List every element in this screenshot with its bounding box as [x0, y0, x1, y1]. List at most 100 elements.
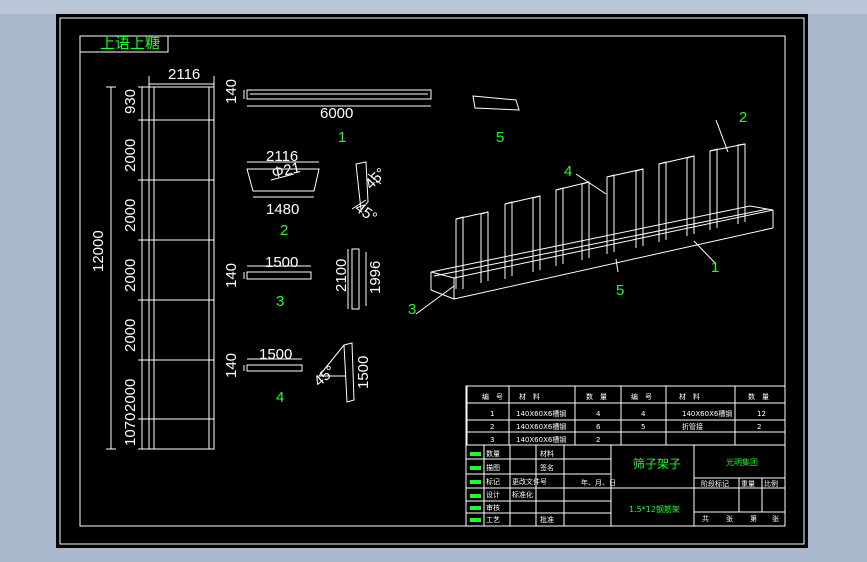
iso-callout-5: 5 [616, 282, 624, 299]
tb-sheet-label: 第 [750, 514, 757, 523]
bom-cell: 1 [490, 410, 494, 418]
part2-phi-dim: Φ21 [270, 159, 302, 182]
plan-segment-dim: 2000 [122, 139, 139, 172]
part5-view [472, 95, 520, 111]
drawing-spec: 1.5*12钢筋架 [629, 504, 680, 514]
tb-mid-label: 更改文件号 [512, 477, 547, 486]
tb-sheet-label: 张 [726, 514, 733, 523]
outer-frame [59, 17, 805, 545]
tb-right-label: 签名 [540, 463, 554, 472]
post-view [347, 248, 367, 310]
plan-segment-dim: 2000 [122, 379, 139, 412]
tb-marker [470, 466, 481, 470]
tb-marker [470, 494, 481, 498]
bom-cell: 4 [641, 410, 646, 418]
plan-segment-dim: 930 [122, 89, 139, 114]
tb-stage-label: 比例 [764, 479, 778, 488]
bom-cell: 140X60X6槽钢 [516, 409, 566, 418]
part1-label: 1 [338, 129, 346, 146]
leader-lines [415, 119, 729, 315]
part4-height-dim: 140 [223, 353, 240, 378]
corner-label-box [79, 35, 169, 53]
bom-header-cell: 数 量 [586, 392, 607, 401]
tb-marker [470, 518, 481, 522]
inner-frame [79, 35, 786, 527]
tb-left-label: 设计 [486, 490, 500, 499]
part2-label: 2 [280, 222, 288, 239]
angle-c-dim: 45° [311, 362, 339, 390]
bom-cell: 4 [596, 410, 601, 418]
iso-callout-2: 2 [739, 109, 747, 126]
tb-mid-label: 标准化 [512, 490, 533, 499]
tb-stage-labels: 阶段标记 重量 比例 [701, 479, 778, 488]
bom-header-cell: 数 量 [748, 392, 769, 401]
corner-label: 上语上糖 [100, 35, 160, 52]
plan-view [106, 76, 215, 450]
bom-cell: 6 [596, 423, 601, 431]
part1-height-dim: 140 [223, 79, 240, 104]
plan-segment-dim: 2000 [122, 259, 139, 292]
tb-left-label: 审核 [486, 503, 500, 512]
bom-header-row: 编 号材 料数 量编 号材 料数 量 [482, 392, 769, 401]
tb-right-label: 批准 [540, 515, 554, 524]
part1-length-dim: 6000 [320, 105, 353, 122]
tb-right-label: 材料 [540, 449, 554, 458]
part3-length-dim: 1500 [265, 254, 298, 271]
part3-view [243, 265, 312, 280]
tb-date-label: 年、月、日 [581, 478, 616, 487]
bom-cell: 2 [757, 423, 761, 431]
bom-cell: 3 [490, 436, 494, 444]
bom-header-cell: 材 料 [519, 392, 540, 401]
bom-header-cell: 编 号 [482, 392, 503, 401]
bom-cell: 5 [641, 423, 645, 431]
post-outer-dim: 2100 [333, 259, 350, 292]
tb-left-label: 描图 [486, 463, 500, 472]
plan-total-dim: 12000 [90, 230, 107, 272]
plan-segment-dim: 2000 [122, 199, 139, 232]
bom-header-cell: 材 料 [679, 392, 700, 401]
bom-rows: 1 140X60X6槽钢 4 4 140X60X6槽钢 12 2 140X60X6槽钢 6 5 折管… [490, 409, 766, 444]
company-name: 光明集团 [726, 457, 758, 467]
drawing-name: 筛子架子 [633, 456, 681, 471]
part4-view [243, 358, 303, 372]
drawing-canvas: 上语上糖 2116 12000 930200020002000200020001… [59, 17, 805, 545]
plan-width-dim: 2116 [168, 66, 200, 83]
bom-cell: 140X60X6槽钢 [682, 409, 732, 418]
iso-callout-4: 4 [564, 163, 572, 180]
isometric-view [430, 143, 774, 300]
tb-stage-label: 阶段标记 [701, 479, 729, 488]
tb-marker [470, 452, 481, 456]
part2-view [246, 161, 320, 198]
part3-height-dim: 140 [223, 263, 240, 288]
bom-cell: 12 [757, 410, 766, 418]
bom-cell: 2 [490, 423, 494, 431]
tb-sheet-label: 共 [702, 514, 709, 523]
bom-fill-markers [470, 452, 481, 522]
tb-marker [470, 506, 481, 510]
tb-stage-label: 重量 [741, 480, 755, 488]
bom-cell: 140X60X6槽钢 [516, 435, 566, 444]
tb-sheet-label: 张 [772, 514, 779, 523]
tb-sheet-labels: 共张第张 [702, 514, 779, 523]
plan-segment-dim: 1070 [122, 413, 139, 446]
bom-cell: 2 [596, 436, 600, 444]
iso-callout-1: 1 [711, 259, 719, 276]
part4-length-dim: 1500 [259, 346, 292, 363]
title-block [465, 385, 786, 527]
side-height-dim: 1500 [355, 356, 372, 389]
angle-view-a [351, 161, 382, 212]
angle-view-b [318, 342, 355, 403]
tb-left-label: 标记 [486, 477, 500, 486]
bom-cell: 折管接 [682, 422, 703, 431]
part5-label: 5 [496, 129, 504, 146]
part4-label: 4 [276, 389, 284, 406]
post-inner-dim: 1996 [367, 261, 384, 294]
part1-view [243, 89, 432, 107]
tb-left-label: 工艺 [486, 516, 500, 524]
